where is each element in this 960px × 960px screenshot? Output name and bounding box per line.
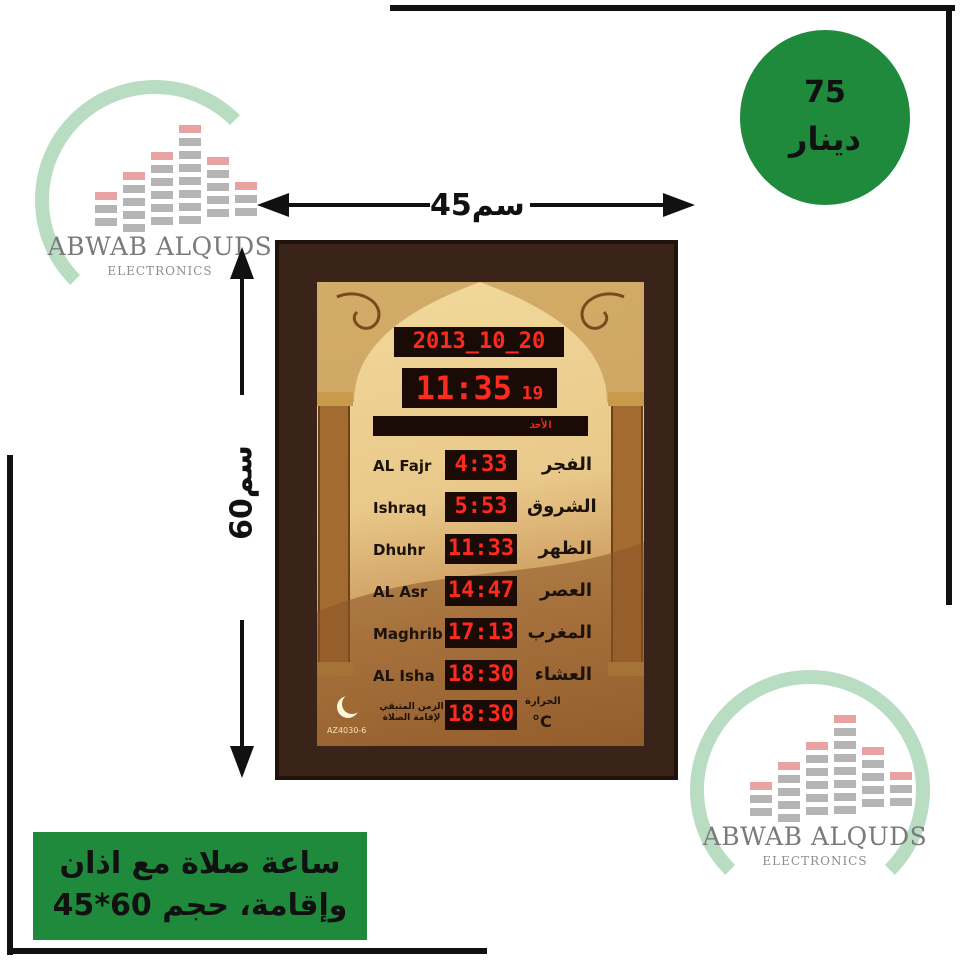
prayer-time: 4:33: [445, 450, 517, 480]
day-name: الأحد: [528, 420, 553, 431]
left-border-line: [7, 455, 13, 955]
caption-line-1: ساعة صلاة مع اذان: [59, 846, 341, 881]
prayer-name-ar: الفجر: [541, 454, 592, 475]
prayer-name-ar: الشروق: [527, 496, 597, 517]
prayer-name-en: Maghrib: [373, 625, 443, 643]
prayer-time: 14:47: [445, 576, 517, 606]
logo-brand-name: ABWAB ALQUDS: [47, 232, 273, 261]
prayer-name-ar: العصر: [539, 580, 592, 601]
temperature-label: الحرارة: [525, 696, 561, 707]
prayer-name-en: AL Asr: [373, 583, 428, 601]
temperature-unit: °C: [532, 712, 552, 731]
bottom-border-line: [7, 948, 487, 954]
time-display: 11:35 19: [402, 368, 557, 408]
time-seconds: 19: [521, 383, 544, 404]
caption-line-2: وإقامة، حجم 60*45: [52, 888, 348, 923]
height-label: سم60: [224, 445, 260, 540]
model-number: AZ4030-6: [327, 726, 367, 735]
day-display: الأحد: [373, 416, 588, 436]
clock-face: 2013_10_20 11:35 19 الأحد AL Fajr 4:33 ا…: [317, 282, 644, 746]
prayer-name-en: AL Isha: [373, 667, 435, 685]
iqama-display: 18:30: [445, 700, 517, 730]
prayer-time: 17:13: [445, 618, 517, 648]
product-caption: ساعة صلاة مع اذان وإقامة، حجم 60*45: [33, 832, 367, 940]
prayer-name-en: Dhuhr: [373, 541, 425, 559]
prayer-name-ar: الظهر: [538, 538, 592, 559]
price-badge: 75 دينار: [740, 30, 910, 205]
equalizer-icon: [95, 125, 257, 232]
brand-logo-bottom: ABWAB ALQUDS ELECTRONICS: [690, 670, 950, 910]
width-label: سم45: [430, 188, 525, 223]
price-amount: 75: [804, 75, 846, 110]
prayer-name-ar: العشاء: [534, 664, 592, 685]
brand-logo-top: ABWAB ALQUDS ELECTRONICS: [35, 80, 295, 320]
prayer-clock: 2013_10_20 11:35 19 الأحد AL Fajr 4:33 ا…: [275, 240, 678, 780]
crescent-logo-icon: [337, 694, 361, 718]
height-arrow: [230, 247, 254, 778]
right-border-line: [946, 5, 952, 605]
date-display: 2013_10_20: [394, 327, 564, 357]
prayer-name-en: Ishraq: [373, 499, 427, 517]
width-arrow: [257, 193, 695, 217]
time-hours-minutes: 11:35: [415, 369, 512, 407]
logo-brand-sub: ELECTRONICS: [107, 264, 213, 278]
prayer-name-ar: المغرب: [527, 622, 592, 643]
prayer-time: 18:30: [445, 660, 517, 690]
prayer-time: 5:53: [445, 492, 517, 522]
logo-brand-name: ABWAB ALQUDS: [702, 822, 928, 851]
equalizer-icon: [750, 715, 912, 822]
logo-brand-sub: ELECTRONICS: [762, 854, 868, 868]
prayer-time: 11:33: [445, 534, 517, 564]
price-currency: دينار: [789, 120, 861, 158]
top-border-line: [390, 5, 955, 11]
iqama-label: الزمن المتبقي لإقامة الصلاة: [379, 702, 444, 723]
prayer-name-en: AL Fajr: [373, 457, 432, 475]
